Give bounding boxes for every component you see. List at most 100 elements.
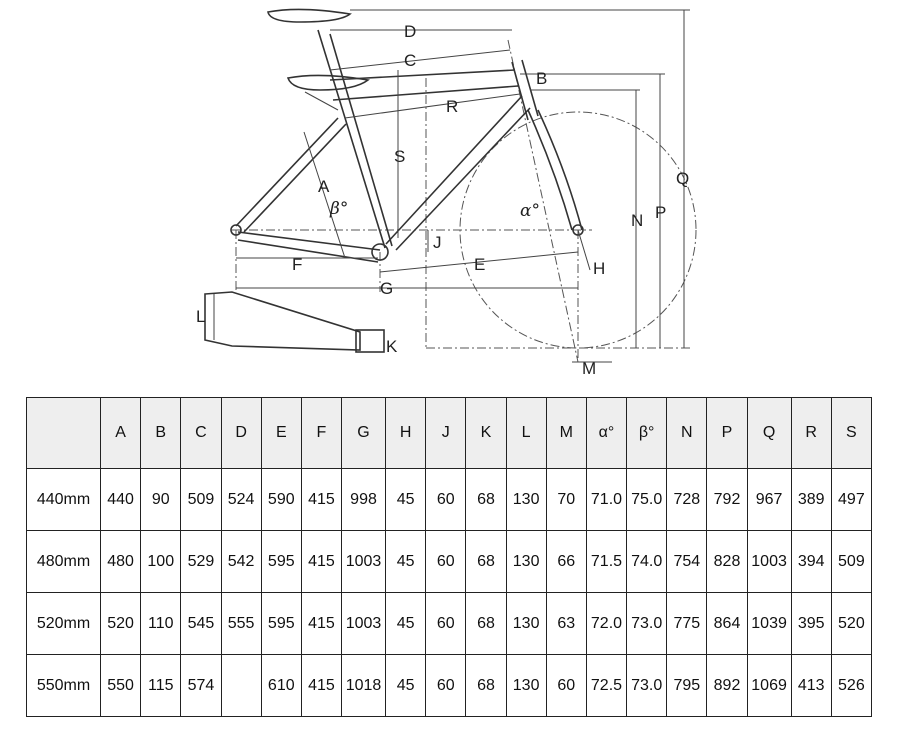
table-cell: 864 [706,592,748,655]
dim-label-g: G [380,279,393,298]
table-cell: 45 [385,530,427,593]
column-header: R [790,397,832,469]
table-cell: 75.0 [626,468,668,531]
table-cell: 394 [790,530,832,593]
table-cell: 415 [300,592,343,655]
table-cell: 520 [99,592,142,655]
column-header: β° [626,397,668,469]
dim-label-c: C [404,51,416,70]
table-cell: 130 [505,468,547,531]
table-cell: 68 [465,468,507,531]
table-cell: 1003 [341,530,387,593]
table-cell: 60 [425,468,467,531]
column-header: D [220,397,262,469]
dim-a-line [303,131,346,259]
column-header: H [385,397,427,469]
table-cell: 70 [545,468,587,531]
table-cell: 1069 [746,654,792,717]
table-cell: 440 [99,468,142,531]
chain-stay-edge [237,239,379,263]
table-cell: 1003 [341,592,387,655]
table-cell: 524 [220,468,262,531]
table-cell: 60 [425,592,467,655]
column-header: F [300,397,343,469]
seat-stay-edge [243,123,347,233]
dim-label-m: M [582,359,596,378]
table-cell: 542 [220,530,262,593]
front-dropout [572,224,584,236]
seat-tube [317,29,386,249]
seat-clamp [304,91,339,111]
rear-dropout [230,224,242,236]
row-size-label: 520mm [26,592,101,655]
table-cell: 415 [300,468,343,531]
table-cell: 415 [300,530,343,593]
table-cell: 115 [140,654,182,717]
table-cell: 550 [99,654,142,717]
table-cell: 415 [300,654,343,717]
dim-label-p: P [655,203,666,222]
table-cell: 610 [260,654,302,717]
dim-label-n: N [631,211,643,230]
dim-h-line [577,229,591,271]
top-tube-lower-edge [332,85,519,101]
column-header: J [425,397,467,469]
table-cell: 72.0 [585,592,628,655]
dim-label-j: J [433,233,442,252]
table-cell: 45 [385,592,427,655]
column-header: G [341,397,387,469]
column-header: B [140,397,182,469]
table-cell: 60 [545,654,587,717]
table-header-row: A B C D E F G H J K L M α° β° N P Q R S [26,397,873,469]
table-corner-cell [26,397,101,469]
table-cell: 529 [180,530,222,593]
dim-label-d: D [404,22,416,41]
table-cell: 395 [790,592,832,655]
dim-label-b: B [536,69,547,88]
table-cell: 63 [545,592,587,655]
dim-label-a: A [318,177,330,196]
column-header: P [706,397,748,469]
column-header: E [260,397,302,469]
table-cell: 130 [505,654,547,717]
column-header: S [830,397,873,469]
table-cell: 998 [341,468,387,531]
table-cell: 526 [830,654,873,717]
row-size-label: 440mm [26,468,101,531]
table-cell: 45 [385,654,427,717]
table-cell: 73.0 [626,654,668,717]
table-cell: 1003 [746,530,792,593]
column-header: M [545,397,587,469]
table-cell: 60 [425,530,467,593]
bottom-bracket [371,243,389,261]
dim-label-r: R [446,97,458,116]
geometry-table: A B C D E F G H J K L M α° β° N P Q R S … [26,397,873,717]
table-cell: 90 [140,468,182,531]
table-cell: 1018 [341,654,387,717]
column-header: L [505,397,547,469]
table-cell: 413 [790,654,832,717]
dim-r-line [344,93,521,119]
table-cell: 130 [505,592,547,655]
dim-label-k: K [386,337,398,356]
table-cell: 574 [180,654,222,717]
bike-frame-drawing: D C B R S A β° α° J F E H G N P Q L K M [196,8,697,378]
table-cell: 1039 [746,592,792,655]
angle-label-beta: β° [329,199,348,219]
table-cell: 60 [425,654,467,717]
chain-stay [237,231,381,251]
angle-label-alpha: α° [520,201,540,221]
table-cell [220,654,262,717]
fork-blade [527,109,573,231]
dim-e-line [379,251,579,273]
table-cell: 520 [830,592,873,655]
bike-geometry-diagram: D C B R S A β° α° J F E H G N P Q L K M [196,8,697,378]
table-cell: 795 [666,654,708,717]
table-cell: 967 [746,468,792,531]
row-size-label: 550mm [26,654,101,717]
table-cell: 892 [706,654,748,717]
down-tube [385,95,523,245]
